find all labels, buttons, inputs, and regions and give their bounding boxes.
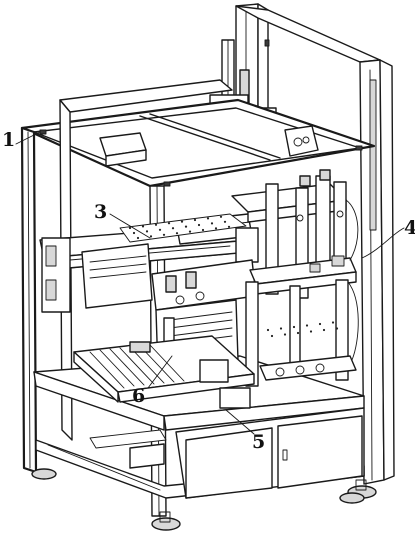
perforation-dot: [158, 228, 162, 231]
perforation-dot: [214, 227, 218, 230]
perforation-dot: [149, 235, 153, 238]
callout-3: 3: [94, 201, 107, 223]
bottom-tray: [89, 429, 167, 469]
perforation-dot: [180, 220, 184, 223]
callout-1: 1: [2, 129, 15, 151]
callout-4: 4: [404, 217, 415, 239]
cabinet: [175, 407, 365, 499]
linear-module: [39, 213, 259, 313]
perforation-dot: [136, 236, 140, 240]
conveyor-platform: [73, 335, 357, 409]
perforation-dot: [145, 230, 149, 233]
callout-labels: 1 3 4 5 6: [2, 129, 415, 453]
perforation-dot: [309, 330, 313, 333]
perforation-dot: [210, 222, 214, 225]
perforation-dot: [188, 230, 192, 233]
perforation-dot: [175, 232, 179, 235]
perforation-dot: [305, 324, 309, 327]
callout-5: 5: [252, 431, 265, 453]
perforation-dot: [279, 327, 283, 330]
perforation-dot: [201, 228, 205, 232]
perforation-dot: [270, 334, 274, 338]
press-station: [231, 169, 359, 387]
perforation-dot: [193, 218, 197, 222]
perforation-dot: [171, 227, 175, 230]
callout-leaders: [15, 131, 405, 435]
perforation-dot: [184, 225, 188, 228]
perforation-dot: [162, 233, 166, 236]
leveling-feet: [31, 468, 377, 531]
perforation-dot: [227, 225, 231, 228]
perforation-dot: [335, 327, 339, 330]
perforation-dot: [219, 215, 223, 218]
perforation-dot: [223, 220, 227, 223]
perforation-dot: [322, 328, 326, 332]
perforation-dot: [128, 226, 132, 230]
callout-6: 6: [132, 385, 145, 407]
perforation-dot: [266, 328, 270, 332]
perforation-dot: [206, 217, 210, 220]
perforation-dot: [197, 223, 201, 227]
perforation-dot: [132, 231, 136, 235]
perforation-dot: [318, 322, 322, 326]
perforation-dot: [141, 225, 145, 228]
perforated-plate: [119, 213, 247, 243]
top-frame: [20, 79, 376, 188]
perforation-dot: [154, 223, 158, 226]
perforation-dot: [296, 331, 300, 335]
rear-gantry: [235, 3, 395, 485]
perforation-dot: [167, 222, 171, 225]
perforation-dots: [128, 215, 339, 338]
perforation-dot: [292, 325, 296, 329]
perforation-dot: [331, 321, 335, 324]
perforation-dot: [283, 333, 287, 336]
